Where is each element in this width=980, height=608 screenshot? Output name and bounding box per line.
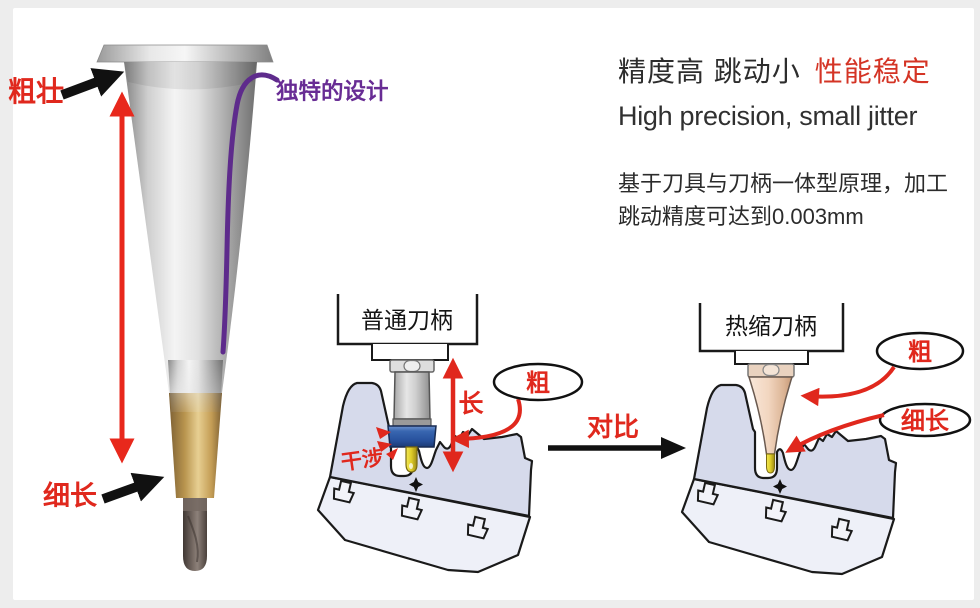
description-line-2: 跳动精度可达到0.003mm — [618, 204, 864, 229]
ordinary-holder-title: 普通刀柄 — [361, 307, 453, 333]
thick-callout-arrow — [60, 68, 125, 100]
headline-cn: 精度高 跳动小性能稳定 — [618, 50, 931, 90]
reference-star — [773, 479, 787, 494]
workpiece-upper-block — [692, 383, 898, 520]
workpiece-lower-slab — [680, 477, 896, 576]
clamp-pin — [332, 479, 356, 504]
design-curve — [220, 72, 280, 355]
collet-nut — [387, 425, 437, 448]
thick-callout-oval — [492, 362, 584, 402]
product-photo: 粗壮 细长 独特的设计 — [8, 44, 389, 571]
slender-callout-arrow — [101, 472, 165, 504]
tool-holder — [387, 359, 437, 473]
headline-cn-main: 精度高 跳动小 — [618, 56, 801, 87]
slender-callout-curve — [785, 413, 885, 453]
thick-callout-oval — [875, 331, 965, 371]
thick-label: 粗壮 — [8, 76, 64, 107]
shrink-holder-diagram: 热缩刀柄 粗 细长 — [680, 303, 972, 576]
compare-label: 对比 — [587, 412, 639, 442]
spindle: 热缩刀柄 — [698, 303, 845, 365]
interference-marks — [376, 427, 398, 460]
clamp-pin — [466, 515, 490, 540]
thick-callout-label: 粗 — [526, 369, 550, 397]
design-label: 独特的设计 — [276, 78, 389, 104]
compare-arrow-head — [661, 437, 686, 459]
slender-callout-label: 细长 — [901, 407, 950, 435]
description-line-1: 基于刀具与刀柄一体型原理，加工 — [618, 171, 949, 196]
thick-callout-label: 粗 — [908, 338, 932, 366]
cutting-tool — [766, 453, 775, 474]
ordinary-holder-diagram: 普通刀柄 长 干涉 粗 — [316, 294, 584, 574]
thick-callout-curve — [450, 398, 522, 449]
clamp-pin — [696, 481, 720, 506]
interference-label: 干涉 — [340, 445, 385, 475]
spindle: 普通刀柄 — [336, 294, 479, 361]
reference-star — [409, 477, 423, 492]
slender-callout-oval — [878, 402, 972, 438]
clamp-pin — [400, 496, 424, 521]
workpiece-lower-slab — [316, 475, 532, 574]
workpiece — [316, 381, 534, 574]
headline-en: High precision, small jitter — [618, 101, 918, 131]
clamp-pin — [764, 498, 788, 523]
cutting-tool — [405, 446, 418, 473]
shrink-holder-title: 热缩刀柄 — [725, 313, 817, 339]
slender-label: 细长 — [43, 480, 98, 511]
headline-description: 基于刀具与刀柄一体型原理，加工 跳动精度可达到0.003mm — [618, 167, 948, 233]
thick-callout-curve — [800, 365, 896, 407]
shrink-tool-holder — [747, 363, 795, 474]
clamp-pin — [830, 517, 854, 542]
compare-group: 对比 — [548, 412, 686, 459]
length-label: 长 — [458, 390, 484, 418]
headline-cn-accent: 性能稳定 — [814, 56, 931, 87]
workpiece — [680, 383, 898, 576]
